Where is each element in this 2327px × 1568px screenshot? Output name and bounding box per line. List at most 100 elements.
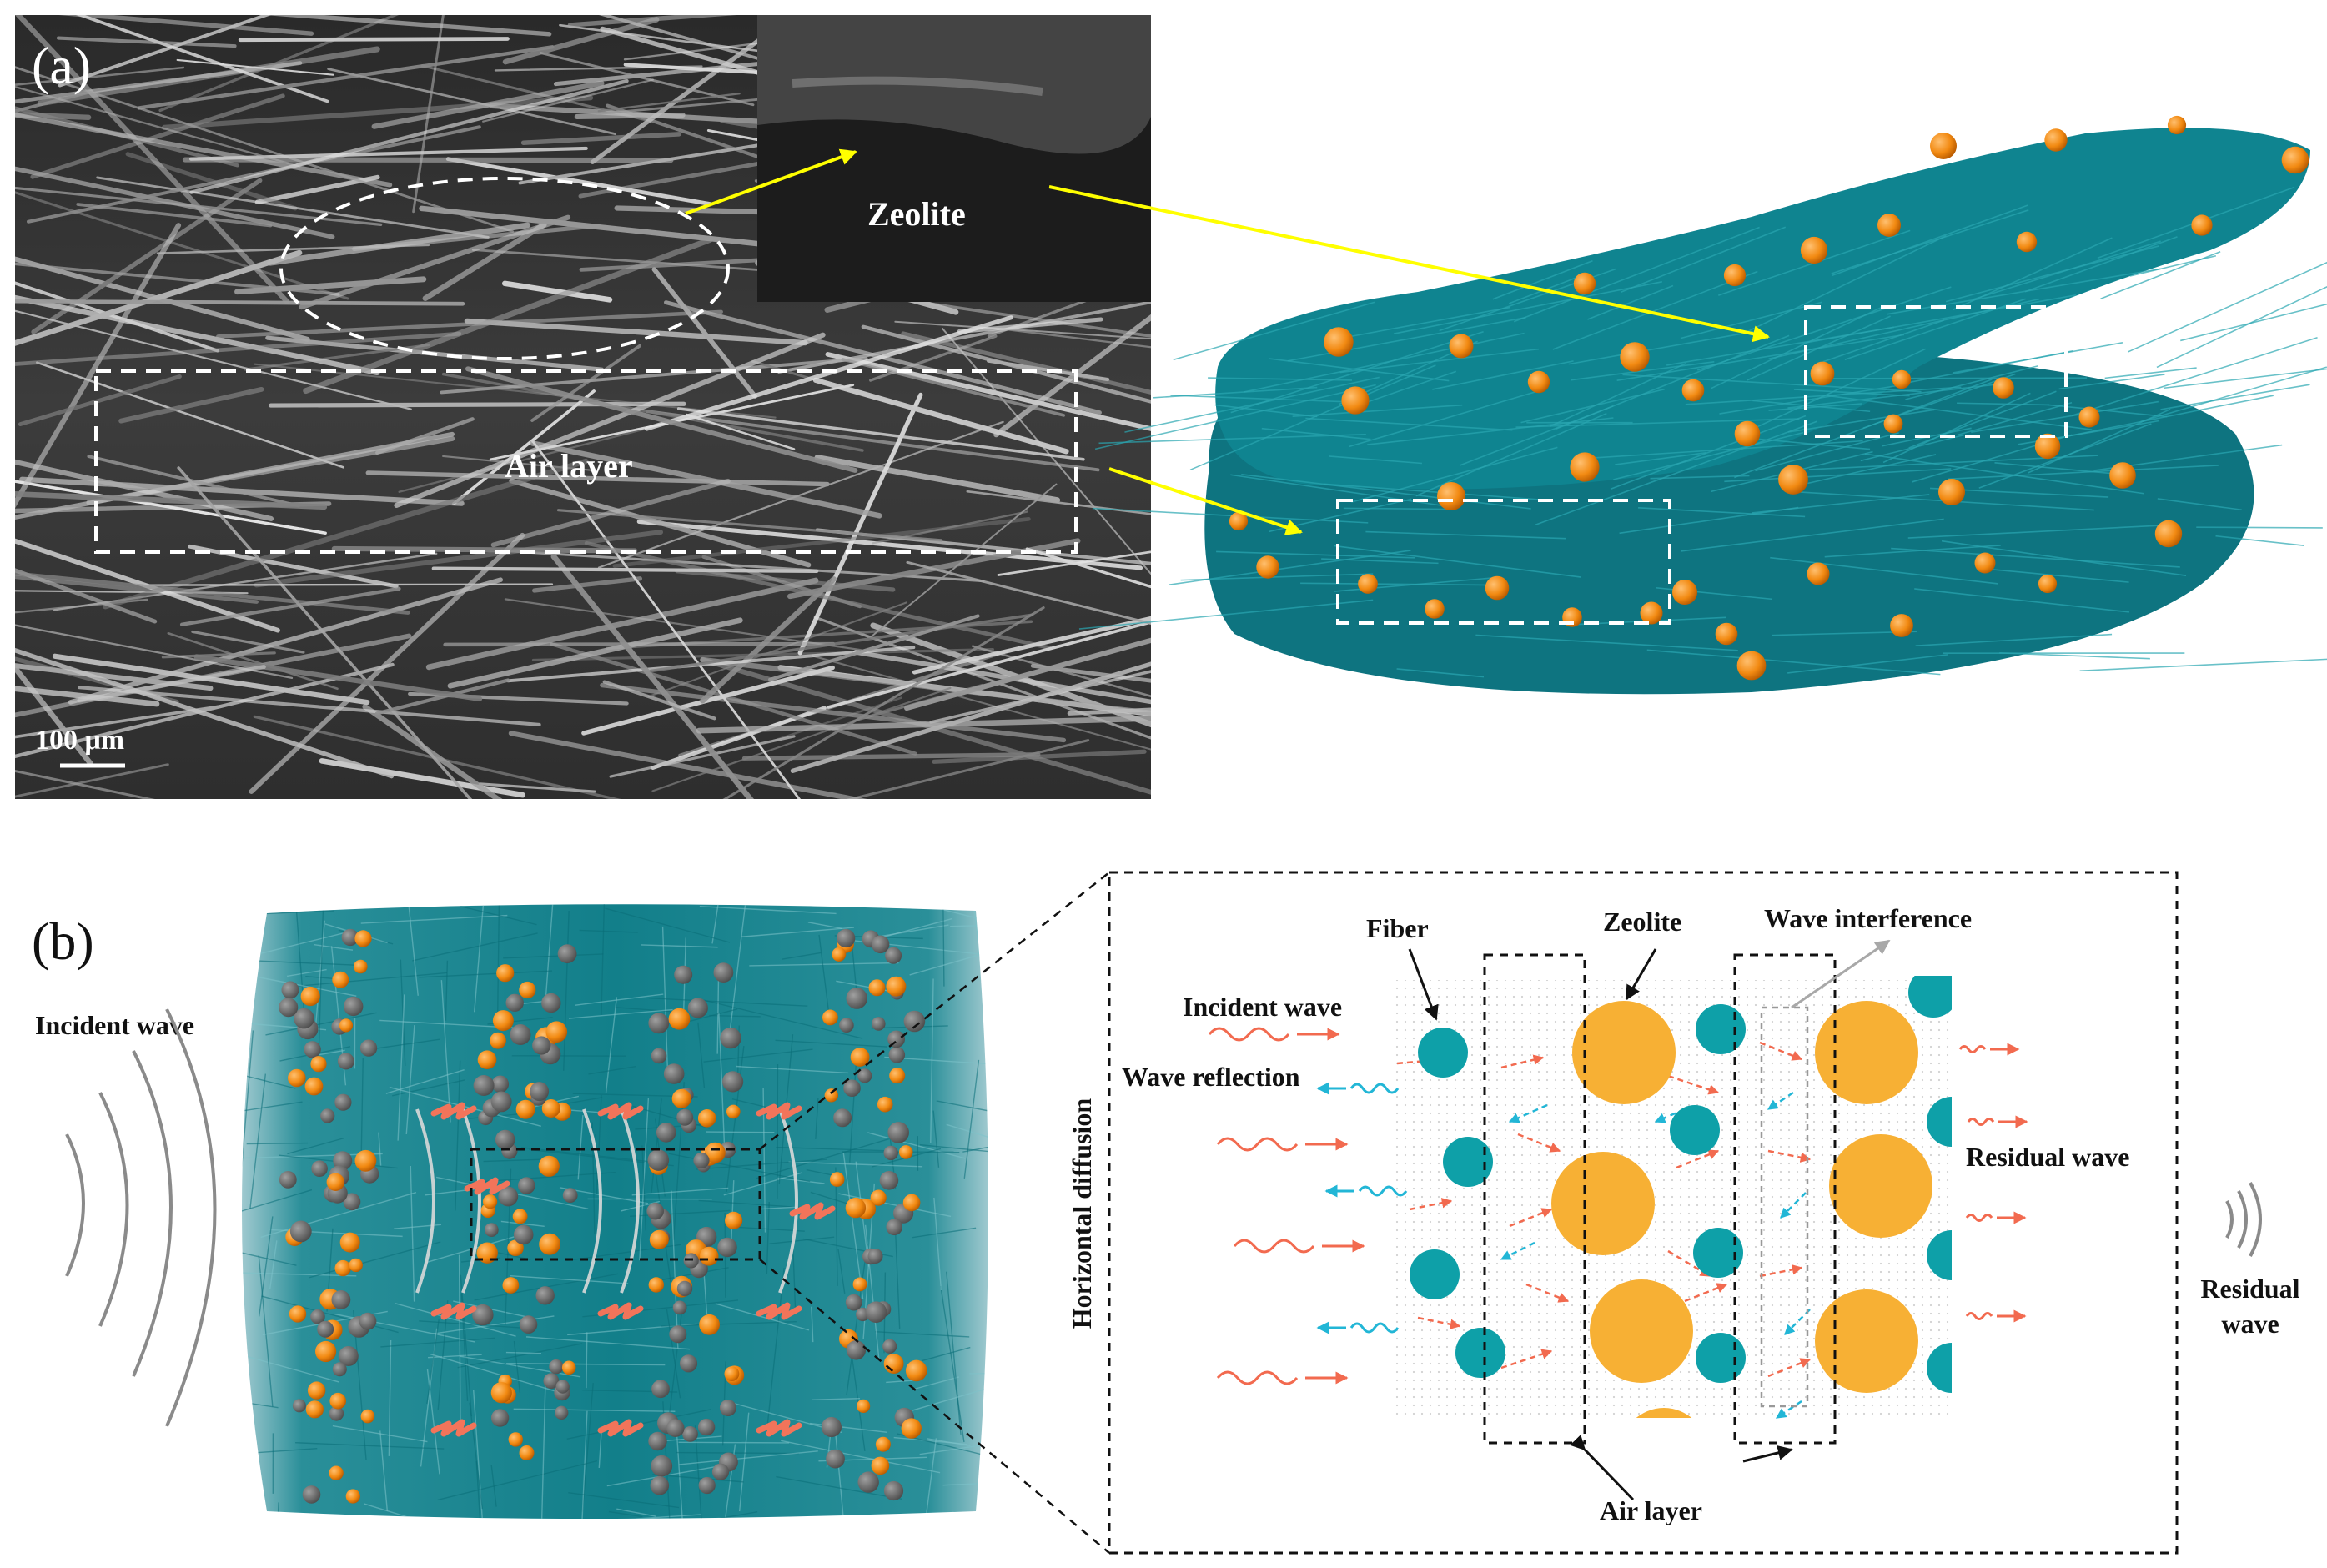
fiber-node (903, 1010, 926, 1033)
zeolite-sphere (1672, 580, 1697, 605)
fiber-pointer (1408, 948, 1439, 1021)
scattered-wave-arrow (1509, 1208, 1553, 1228)
fiber-node (886, 1219, 902, 1236)
fiber-node (651, 1455, 673, 1477)
fiber-node (720, 1027, 741, 1049)
fiber-node (843, 1079, 861, 1097)
zeolite-sphere (1640, 601, 1663, 625)
fiber-node (491, 1075, 510, 1093)
horizontal-diffusion-label: Horizontal diffusion (1067, 1098, 1097, 1329)
scattered-wave-arrow (1517, 1133, 1561, 1153)
zeolite-circle (1551, 1152, 1655, 1255)
zeolite-sphere (483, 1194, 498, 1209)
fiber-node (663, 1063, 685, 1084)
residual-wave-right-line2: wave (2221, 1309, 2279, 1339)
reflected-scatter-arrow (1500, 1241, 1535, 1261)
zeolite-sphere (886, 976, 907, 997)
zeolite-sphere (1734, 420, 1761, 447)
fiber-node (292, 1399, 306, 1413)
incident-wave-arcs (65, 1008, 217, 1427)
zeolite-sphere (492, 1010, 514, 1032)
fiber-circle (1927, 1097, 1952, 1147)
fiber-node (676, 1280, 693, 1297)
scattered-wave-arrow (1759, 1041, 1803, 1061)
fiber-label: Fiber (1366, 913, 1429, 943)
zeolite-circle (1572, 1001, 1676, 1104)
reflected-scatter-arrow (1775, 1400, 1802, 1420)
fiber-node (333, 1151, 353, 1171)
zeolite-sphere (824, 1088, 838, 1103)
zeolite-sphere (1778, 465, 1808, 495)
fiber-circle (1696, 1004, 1746, 1054)
fiber-node (693, 1152, 710, 1169)
zeolite-sphere (845, 1197, 867, 1219)
fiber-node (857, 1068, 872, 1083)
zeolite-sphere (1341, 386, 1370, 415)
fiber-node (332, 1362, 347, 1377)
zeolite-sphere (875, 1436, 891, 1452)
zeolite-sphere (883, 1354, 904, 1374)
zeolite-sphere (508, 1432, 523, 1447)
residual-wave-arcs (2225, 1182, 2262, 1257)
fiber-node (294, 1008, 314, 1029)
zeolite-sphere (1723, 264, 1747, 287)
zeolite-sphere (902, 1194, 921, 1212)
fiber-node (555, 1405, 569, 1420)
zeolite-sphere (829, 1172, 845, 1187)
fiber-node (359, 1312, 377, 1330)
fiber-circle (1670, 1105, 1720, 1155)
zeolite-sphere (1883, 414, 1903, 434)
air-layer-box-1 (1483, 953, 1586, 1445)
reflected-wave (1349, 1083, 1400, 1094)
fiber-node (310, 1309, 325, 1324)
zeolite-sphere (1807, 562, 1830, 585)
interference-pointer (1791, 939, 1891, 1009)
fiber-circle (1418, 1028, 1468, 1078)
fiber-node (279, 998, 299, 1018)
fiber-node (472, 1304, 494, 1326)
wave-signal (1216, 1137, 1299, 1152)
reflected-wave (1358, 1185, 1408, 1197)
zeolite-sphere (870, 1189, 887, 1206)
fiber-node (648, 1013, 670, 1034)
zeolite-sphere (1570, 452, 1600, 482)
residual-wave-signal (1967, 1118, 1995, 1126)
zeolite-sphere (329, 1465, 344, 1480)
zeolite-sphere (1256, 555, 1279, 579)
zeolite-sphere (502, 1277, 520, 1294)
zeolite-sphere (1800, 236, 1828, 264)
zeolite-sphere (332, 971, 349, 988)
zeolite-sphere (334, 1259, 351, 1277)
zeolite-sphere (300, 986, 320, 1007)
zeolite-sphere (898, 1145, 913, 1159)
fiber-node (682, 1426, 698, 1442)
zeolite-sphere (697, 1109, 716, 1128)
zeolite-sphere (1527, 370, 1550, 394)
fiber-node (530, 1082, 550, 1102)
scattered-wave-arrow (1409, 1198, 1453, 1211)
zeolite-circle (1815, 1001, 1918, 1104)
fiber-node (883, 1145, 898, 1161)
zeolite-sphere (726, 1104, 741, 1119)
air-layer-label: Air layer (505, 447, 633, 485)
fiber-node (359, 1039, 378, 1057)
fiber-node (833, 1108, 852, 1128)
zeolite-sphere (1890, 614, 1913, 637)
fiber-node (490, 1409, 510, 1427)
fiber-node (343, 1193, 361, 1211)
zeolite-circle (1590, 1279, 1693, 1383)
fiber-node (334, 1093, 352, 1111)
zeolite-sphere (360, 1409, 375, 1424)
zeolite-sphere (648, 1277, 664, 1293)
fiber-node (719, 1400, 736, 1416)
fiber-node (839, 1018, 854, 1033)
zeolite-sphere (1573, 272, 1596, 295)
reflection-arrow (756, 1302, 802, 1320)
fiber-node (535, 1286, 555, 1305)
zeolite-sphere (2191, 214, 2213, 236)
fiber-node (320, 1108, 335, 1123)
air-layer-detail-label: Air layer (1600, 1495, 1702, 1525)
zeolite-sphere (905, 1359, 927, 1382)
zeolite-sphere (2281, 146, 2309, 174)
residual-wave-right-line1: Residual (2200, 1274, 2299, 1304)
